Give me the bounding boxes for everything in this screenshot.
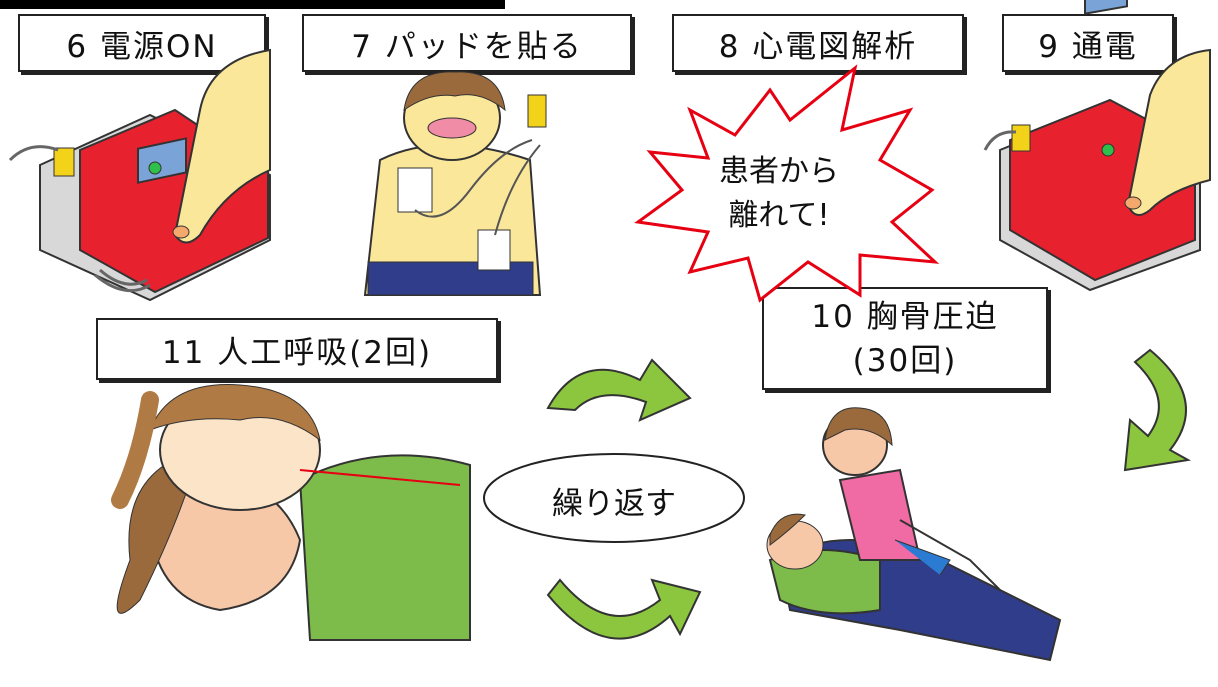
repeat-ellipse — [483, 453, 745, 543]
warning-starburst — [634, 64, 940, 303]
step-10-line2: (30回) — [852, 342, 958, 379]
step-6-label: 6 電源ON — [18, 14, 266, 72]
keep-away-callout: 患者から 離れて! — [694, 150, 864, 238]
electrode-pads-icon — [363, 71, 547, 296]
pointing-finger-icon — [172, 48, 271, 244]
step-8-label: 8 心電図解析 — [672, 14, 964, 72]
repeat-label: 繰り返す — [552, 486, 676, 522]
callout-line1: 患者から — [719, 154, 839, 189]
cpr-illustration-icon — [766, 407, 1062, 662]
rescue-breathing-illustration-icon — [111, 384, 471, 641]
step-9-label: 9 通電 — [1002, 14, 1174, 72]
step-10-line1: 10 胸骨圧迫 — [811, 298, 999, 335]
step-7-label: 7 パッドを貼る — [302, 14, 632, 72]
top-rule — [0, 0, 505, 9]
curved-arrow-icon — [546, 348, 1192, 640]
step-10-label: 10 胸骨圧迫 (30回) — [762, 287, 1048, 390]
pointing-finger-icon-2 — [1124, 48, 1211, 216]
callout-line2: 離れて! — [728, 198, 830, 233]
step-11-label: 11 人工呼吸(2回) — [96, 318, 498, 380]
